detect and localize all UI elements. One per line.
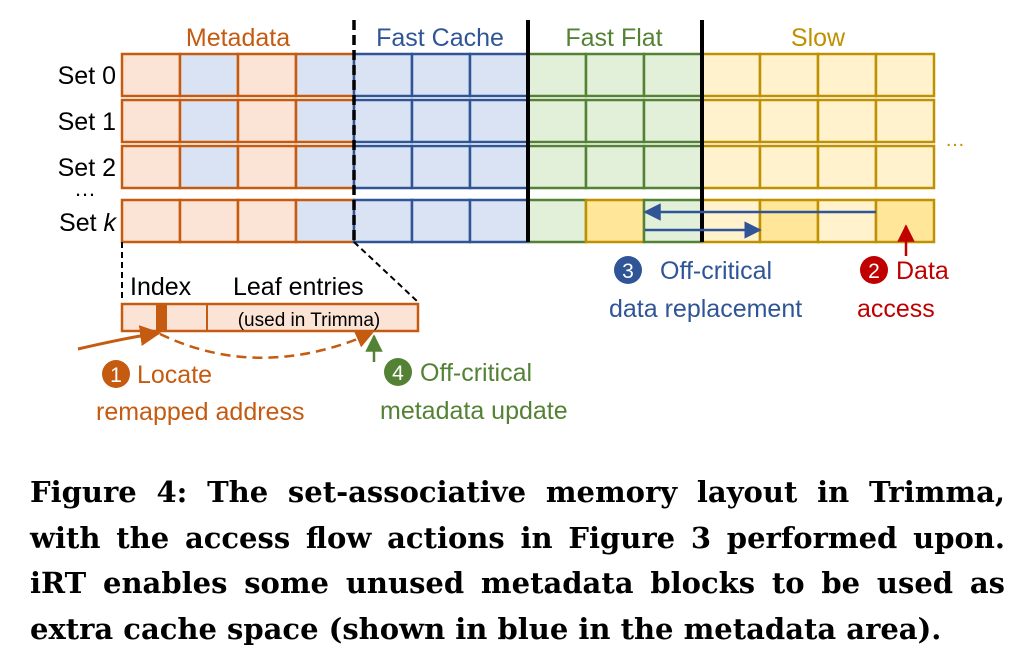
memory-cell-r1-c13 <box>874 98 936 144</box>
memory-cell-r1-c11 <box>758 98 820 144</box>
memory-cell-r2-c0 <box>120 144 182 190</box>
step-1: 1 Locate remapped address <box>96 360 304 426</box>
memory-cell-r2-c10 <box>700 144 762 190</box>
memory-cell-r0-c13 <box>874 52 936 98</box>
memory-cell-r1-c10 <box>700 98 762 144</box>
leaf-used-in-label: (used in Trimma) <box>238 310 381 331</box>
step-2-line1: Data <box>896 257 949 285</box>
memory-cell-r0-c3 <box>294 52 356 98</box>
memory-cell-r0-c9 <box>642 52 704 98</box>
more-columns-ellipsis: … <box>945 129 965 151</box>
memory-cell-r3-c8 <box>584 198 646 244</box>
locate-dashed-arc <box>159 331 374 359</box>
memory-cell-r0-c8 <box>584 52 646 98</box>
memory-cell-r2-c12 <box>816 144 878 190</box>
set-label-k: Set k <box>59 209 117 237</box>
set-label-1: Set 1 <box>58 108 116 136</box>
memory-cell-r3-c3 <box>294 198 356 244</box>
memory-cell-r0-c10 <box>700 52 762 98</box>
memory-cell-r0-c2 <box>236 52 298 98</box>
memory-cell-r2-c11 <box>758 144 820 190</box>
step-2: 2 Data access <box>857 256 949 323</box>
memory-cell-r1-c5 <box>410 98 472 144</box>
region-label-fast-flat: Fast Flat <box>565 24 662 52</box>
step-1-line1: Locate <box>137 361 212 389</box>
memory-cell-r2-c6 <box>468 144 530 190</box>
step-2-line2: access <box>857 295 935 323</box>
step-3: 3 Off-critical data replacement <box>609 256 802 323</box>
memory-cell-r3-c4 <box>352 198 414 244</box>
region-label-fast-cache: Fast Cache <box>376 24 504 52</box>
region-label-metadata: Metadata <box>186 24 290 52</box>
step-3-badge <box>614 256 642 284</box>
memory-cell-r0-c5 <box>410 52 472 98</box>
step-2-number: 2 <box>868 260 880 283</box>
step-4-badge <box>384 358 412 386</box>
memory-cell-r3-c1 <box>178 198 240 244</box>
memory-cell-r1-c0 <box>120 98 182 144</box>
step-1-badge <box>102 360 130 388</box>
set-label-vdots: … <box>74 176 96 201</box>
leaf-index-label: Index <box>130 273 192 301</box>
memory-cell-r3-c6 <box>468 198 530 244</box>
locate-arrow <box>77 325 162 351</box>
memory-cell-r1-c4 <box>352 98 414 144</box>
memory-cell-r1-c7 <box>526 98 588 144</box>
memory-cell-r2-c9 <box>642 144 704 190</box>
memory-cell-r1-c1 <box>178 98 240 144</box>
step-4-line2: metadata update <box>380 397 568 425</box>
memory-layout-diagram: Metadata Fast Cache Fast Flat Slow Set 0… <box>58 20 965 426</box>
memory-cell-r3-c7 <box>526 198 588 244</box>
memory-cell-r1-c2 <box>236 98 298 144</box>
memory-cells <box>120 52 936 244</box>
step-4-number: 4 <box>392 362 404 385</box>
memory-cell-r0-c6 <box>468 52 530 98</box>
memory-cell-r1-c3 <box>294 98 356 144</box>
memory-cell-r3-c11 <box>758 198 820 244</box>
step-2-badge <box>860 256 888 284</box>
memory-cell-r1-c8 <box>584 98 646 144</box>
set-label-k-var: k <box>104 209 118 237</box>
memory-cell-r1-c12 <box>816 98 878 144</box>
memory-cell-r1-c6 <box>468 98 530 144</box>
memory-cell-r2-c8 <box>584 144 646 190</box>
set-label-k-prefix: Set <box>59 209 103 237</box>
memory-cell-r0-c1 <box>178 52 240 98</box>
memory-cell-r3-c10 <box>700 198 762 244</box>
set-label-2: Set 2 <box>58 154 116 182</box>
set-label-0: Set 0 <box>58 62 116 90</box>
step-3-number: 3 <box>622 260 634 283</box>
memory-cell-r2-c2 <box>236 144 298 190</box>
leaf-index-marker <box>156 304 165 331</box>
step-1-number: 1 <box>110 364 122 387</box>
memory-cell-r3-c12 <box>816 198 878 244</box>
step-4-line1: Off-critical <box>420 359 532 387</box>
memory-cell-r2-c5 <box>410 144 472 190</box>
memory-cell-r0-c7 <box>526 52 588 98</box>
leaf-entries-label: Leaf entries <box>233 273 364 301</box>
memory-cell-r3-c2 <box>236 198 298 244</box>
memory-cell-r0-c11 <box>758 52 820 98</box>
memory-cell-r1-c9 <box>642 98 704 144</box>
memory-cell-r2-c13 <box>874 144 936 190</box>
memory-cell-r2-c1 <box>178 144 240 190</box>
memory-cell-r3-c9 <box>642 198 704 244</box>
step-4: 4 Off-critical metadata update <box>380 358 568 425</box>
leaf-node <box>120 302 420 333</box>
memory-cell-r0-c12 <box>816 52 878 98</box>
memory-cell-r2-c3 <box>294 144 356 190</box>
memory-cell-r0-c4 <box>352 52 414 98</box>
figure-caption: Figure 4: The set-associative memory lay… <box>30 475 1005 646</box>
memory-cell-r3-c0 <box>120 198 182 244</box>
memory-cell-r2-c4 <box>352 144 414 190</box>
memory-cell-r0-c0 <box>120 52 182 98</box>
step-3-line1: Off-critical <box>660 257 772 285</box>
region-label-slow: Slow <box>791 24 846 52</box>
step-1-line2: remapped address <box>96 398 304 426</box>
memory-cell-r2-c7 <box>526 144 588 190</box>
step-3-line2: data replacement <box>609 295 802 323</box>
memory-cell-r3-c5 <box>410 198 472 244</box>
zoom-line-right <box>353 241 419 303</box>
